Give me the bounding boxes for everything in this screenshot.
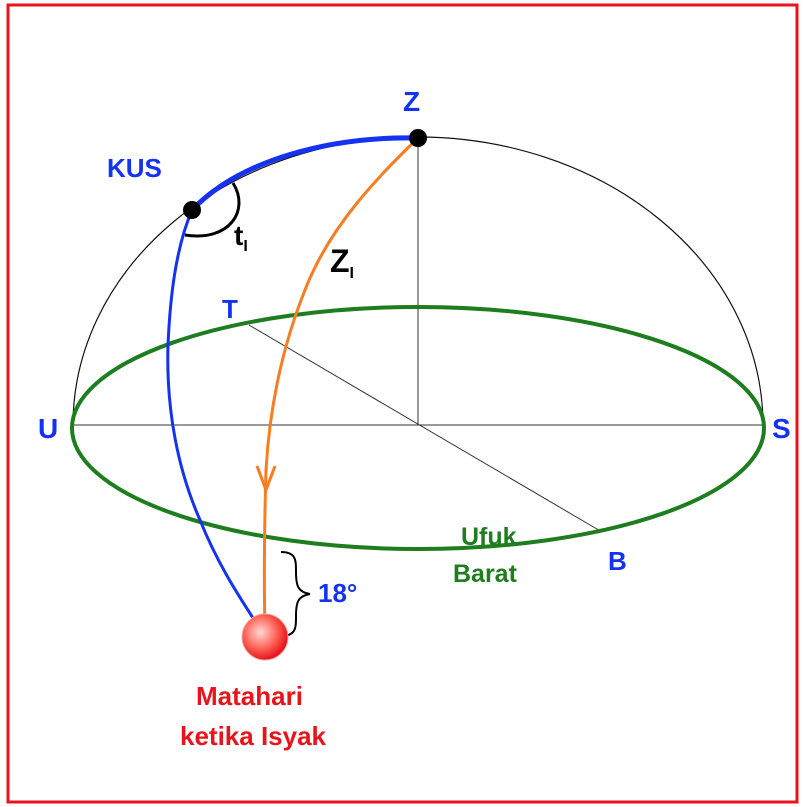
label-north: U [38,413,58,444]
label-horizon-line2: Barat [453,560,518,588]
outer-border [6,3,799,804]
zenith-point [409,129,427,147]
label-hour-angle: tI [234,220,248,255]
label-sun-line2: ketika Isyak [180,721,327,751]
label-horizon-line1: Ufuk [461,523,517,551]
depression-brace [280,551,311,637]
label-sun-line1: Matahari [196,681,303,711]
label-west: B [608,546,627,576]
sun-icon [241,613,289,661]
horizon-ellipse [70,305,766,551]
east-west-axis [248,324,603,533]
label-south: S [772,413,791,444]
kus-point [183,201,201,219]
kus-arc [190,135,419,212]
label-kus: KUS [107,153,162,183]
arrow-down-icon [255,465,277,492]
label-depression: 18° [318,578,357,608]
zenith-distance-path [262,136,420,631]
label-zenith: Z [403,86,420,117]
hour-angle-arc [184,182,241,238]
label-zenith-distance: ZI [330,243,354,282]
label-east: T [222,294,238,324]
hour-circle-path [166,209,264,633]
